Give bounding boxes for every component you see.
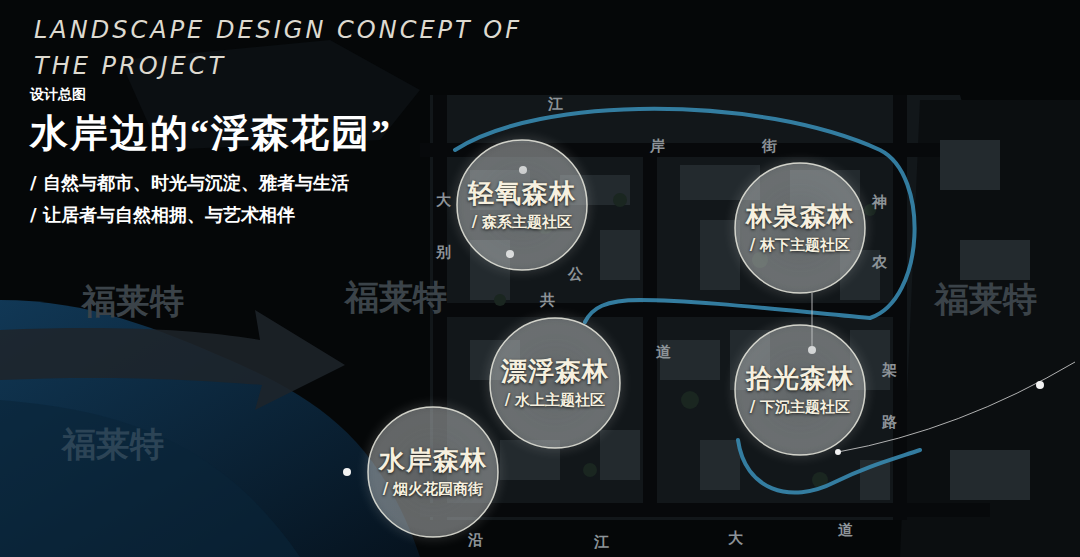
- zone-name: 水岸森林: [379, 445, 487, 477]
- theme-circle: 拾光森林/ 下沉主题社区: [734, 324, 866, 456]
- theme-circle: 漂浮森林/ 水上主题社区: [489, 317, 621, 449]
- english-header: LANDSCAPE DESIGN CONCEPT OF THE PROJECT: [34, 12, 549, 84]
- zone-subtitle: / 森系主题社区: [472, 212, 573, 232]
- street-name: 大: [728, 530, 743, 547]
- zone-name: 林泉森林: [746, 201, 854, 233]
- theme-circle: 林泉森林/ 林下主题社区: [734, 162, 866, 294]
- street-name: 街: [762, 138, 777, 155]
- zone-subtitle: / 下沉主题社区: [750, 397, 851, 417]
- theme-circle: 水岸森林/ 烟火花园商街: [367, 406, 499, 538]
- zone-name: 漂浮森林: [501, 356, 609, 388]
- street-name: 岸: [650, 138, 665, 155]
- zone-subtitle: / 林下主题社区: [750, 235, 851, 255]
- street-name: 架: [882, 362, 897, 379]
- main-heading: 水岸边的“浮森花园”: [30, 110, 392, 156]
- street-name: 道: [656, 344, 671, 361]
- slogan: / 让居者与自然相拥、与艺术相伴: [30, 204, 295, 225]
- watermark: 福莱特: [345, 278, 447, 317]
- zone-subtitle: / 烟火花园商街: [383, 479, 484, 499]
- circle-shape: [490, 318, 620, 448]
- zone-name: 拾光森林: [746, 363, 854, 395]
- zone-name: 轻氧森林: [468, 178, 576, 210]
- theme-circle: 轻氧森林/ 森系主题社区: [456, 139, 588, 271]
- subheading: 设计总图: [30, 86, 86, 102]
- zone-subtitle: / 水上主题社区: [505, 390, 606, 410]
- street-name: 共: [540, 292, 555, 309]
- watermark: 福莱特: [62, 425, 164, 464]
- street-name: 路: [882, 414, 897, 431]
- watermark: 福莱特: [935, 280, 1037, 319]
- street-name: 公: [568, 266, 583, 283]
- street-name: 大: [436, 192, 451, 209]
- street-name: 江: [548, 96, 563, 113]
- slogan: / 自然与都市、时光与沉淀、雅者与生活: [30, 172, 349, 193]
- street-name: 道: [838, 522, 853, 539]
- street-name: 江: [594, 534, 609, 551]
- street-name: 农: [872, 254, 887, 271]
- circle-shape: [368, 407, 498, 537]
- street-name: 沿: [468, 532, 483, 549]
- circle-shape: [735, 163, 865, 293]
- circle-shape: [735, 325, 865, 455]
- circle-shape: [457, 140, 587, 270]
- street-name: 神: [872, 194, 887, 211]
- watermark: 福莱特: [82, 282, 184, 321]
- street-name: 别: [436, 244, 451, 261]
